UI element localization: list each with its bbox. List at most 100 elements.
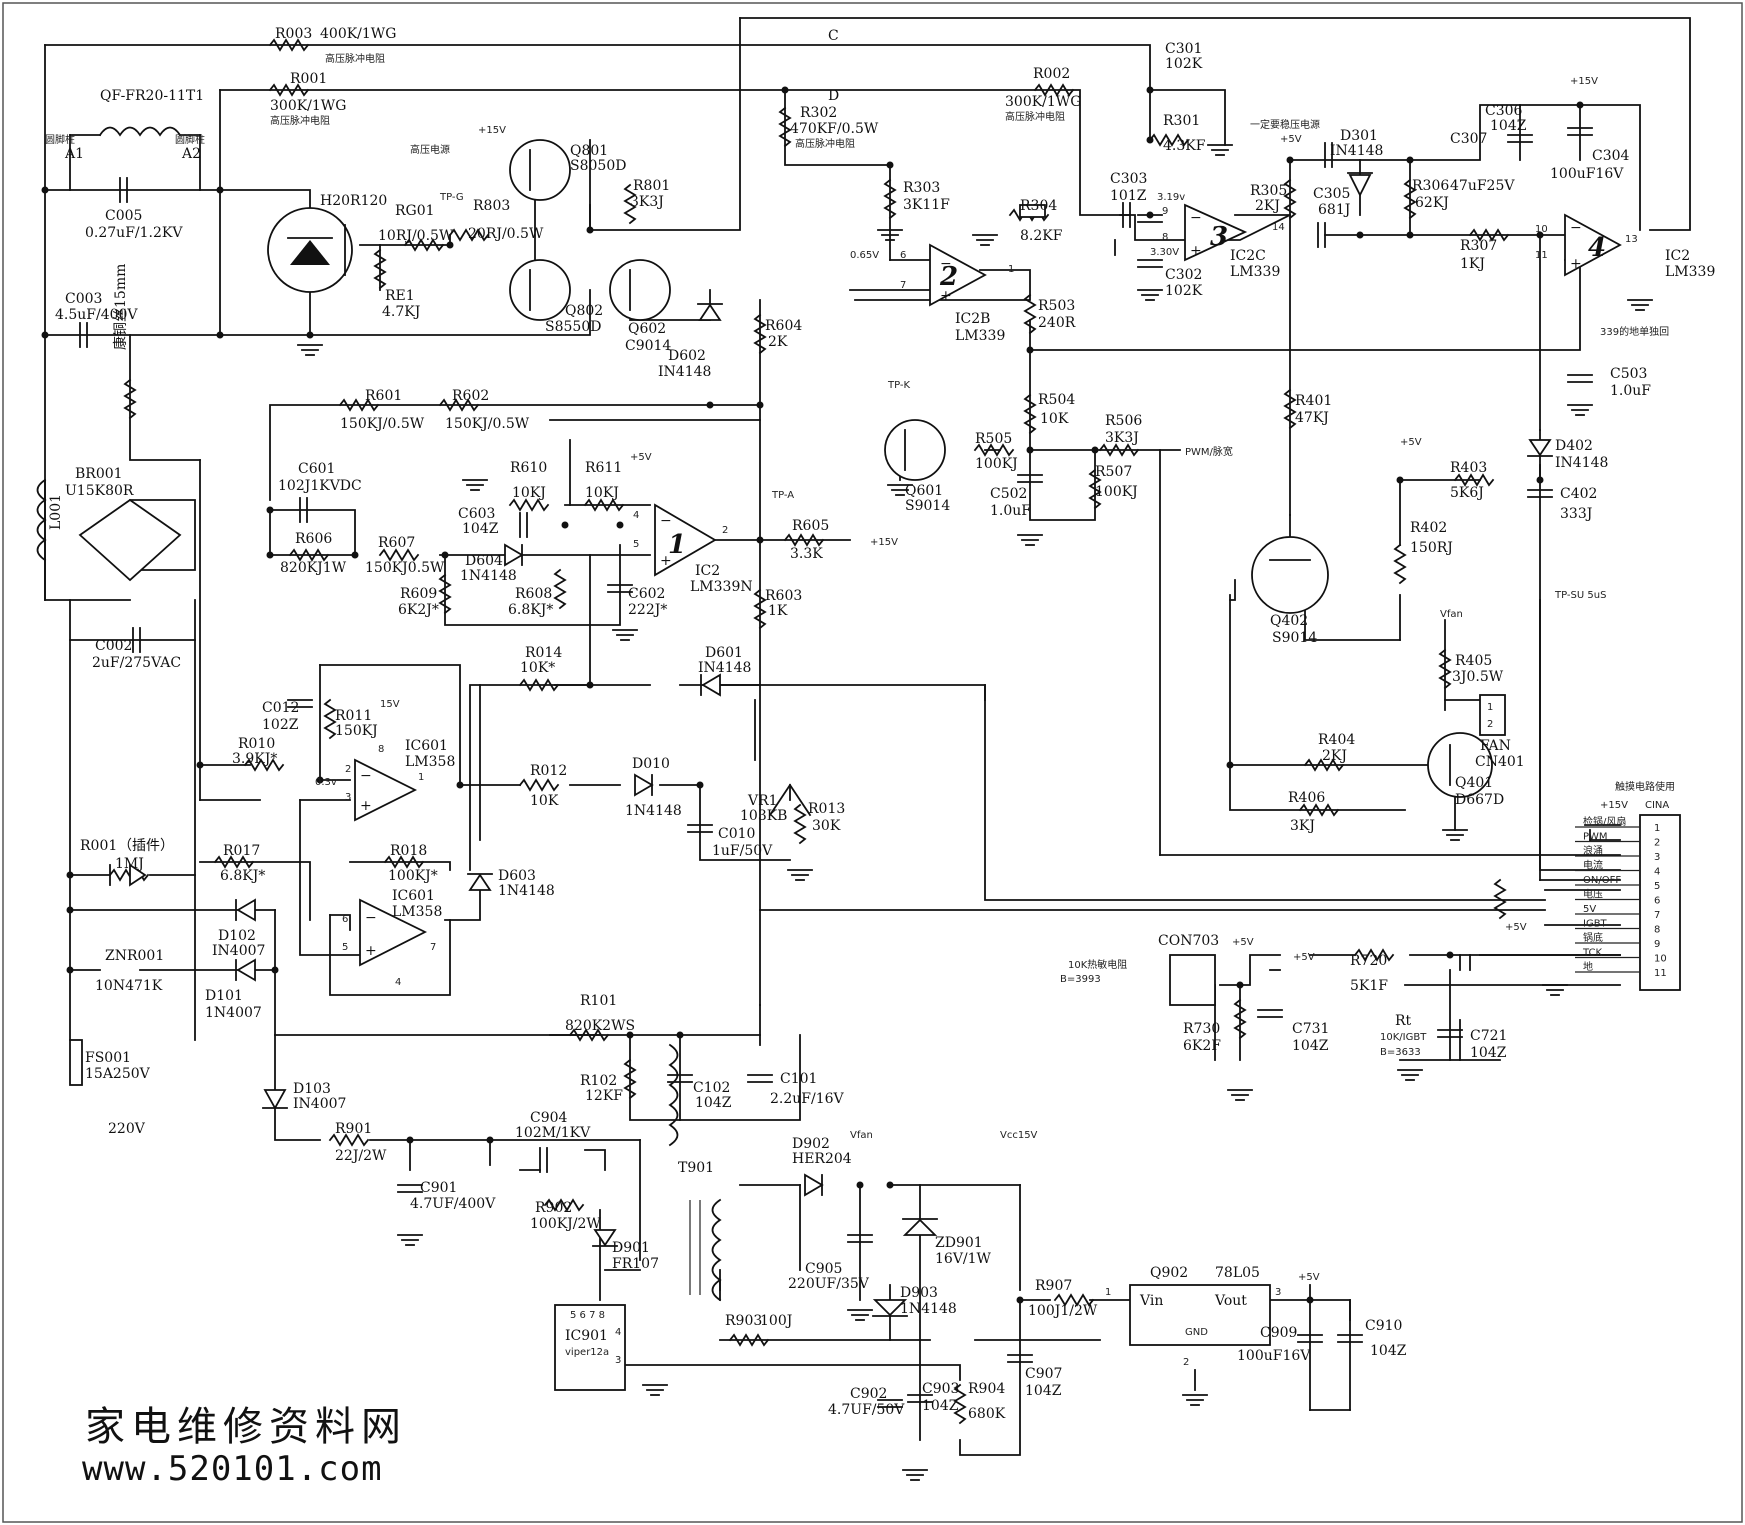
- ic2b-label: IC2B: [955, 311, 990, 327]
- r611-label: R611: [585, 460, 622, 476]
- r403-label: R403: [1450, 460, 1487, 476]
- r003-label: R003: [275, 26, 312, 42]
- pin2-902: 2: [1183, 1357, 1189, 1368]
- br001-label: BR001: [75, 466, 123, 482]
- rg01-label: RG01: [395, 203, 435, 219]
- vin-label: Vin: [1139, 1293, 1163, 1309]
- c503-value: 1.0uF: [1610, 383, 1651, 399]
- q801-note: 高压电源: [410, 143, 450, 156]
- c-mark: C: [828, 28, 839, 44]
- znr001-label: ZNR001: [105, 948, 164, 964]
- pin2-label: 2: [722, 525, 728, 536]
- cina-pin-number: 11: [1654, 968, 1667, 979]
- q601-label: Q601: [905, 483, 943, 499]
- d102-value: IN4007: [212, 943, 265, 959]
- cina-pin-name: PWM: [1583, 832, 1608, 843]
- c002-value: 2uF/275VAC: [92, 655, 181, 671]
- c304-value: 100uF16V: [1550, 166, 1624, 182]
- pin9-label: 9: [1162, 206, 1168, 217]
- watermark: 家电维修资料网 www.520101.com: [82, 1404, 401, 1489]
- r301-value: 4.3KF: [1163, 138, 1206, 154]
- cina-pin-number: 7: [1654, 910, 1660, 921]
- c102-value: 104Z: [695, 1095, 732, 1111]
- v065-label: 0.65V: [850, 250, 879, 261]
- c010-value: 1uF/50V: [712, 843, 773, 859]
- r405-label: R405: [1455, 653, 1492, 669]
- component-labels: R003 400K/1WG 高压脉冲电阻 R001 300K/1WG 高压脉冲电…: [45, 26, 1715, 1422]
- svg-text:−: −: [365, 910, 377, 926]
- ic901-value: viper12a: [565, 1347, 609, 1358]
- pin2-601: 2: [345, 764, 351, 775]
- r607-label: R607: [378, 535, 415, 551]
- c721-label: C721: [1470, 1028, 1507, 1044]
- r610-value: 10KJ: [512, 485, 546, 501]
- pin7-601: 7: [430, 942, 436, 953]
- r903-label: R903: [725, 1313, 762, 1329]
- c402-value: 333J: [1560, 506, 1592, 522]
- svg-text:+: +: [1190, 243, 1202, 259]
- c005-value: 0.27uF/1.2KV: [85, 225, 183, 241]
- c101-label: C101: [780, 1071, 817, 1087]
- svg-text:−: −: [940, 256, 952, 272]
- c902-value: 4.7UF/50V: [828, 1402, 905, 1418]
- d-mark: D: [828, 88, 839, 104]
- r101-value: 820K2WS: [565, 1018, 635, 1034]
- r001a-note: 高压脉冲电阻: [270, 114, 330, 127]
- pin11-label: 11: [1535, 250, 1548, 261]
- pin8-601: 8: [378, 744, 384, 755]
- c307-value: 47uF25V: [1450, 178, 1515, 194]
- c502-label: C502: [990, 486, 1027, 502]
- top-wiring: [44, 17, 1691, 601]
- ic2c-label: IC2C: [1230, 248, 1266, 264]
- d602-value: IN4148: [658, 364, 711, 380]
- c905-label: C905: [805, 1261, 842, 1277]
- pin5-label: 5: [633, 539, 639, 550]
- r305-value: 2KJ: [1255, 198, 1280, 214]
- tpsu-label: TP-SU 5uS: [1554, 590, 1606, 601]
- r101-label: R101: [580, 993, 617, 1009]
- pin3-902: 3: [1275, 1287, 1281, 1298]
- cina-pin-name: 锅底: [1583, 931, 1603, 944]
- rt-value: 10K/IGBT: [1380, 1032, 1427, 1043]
- r003-note: 高压脉冲电阻: [325, 52, 385, 65]
- c731-label: C731: [1292, 1021, 1329, 1037]
- r003-value: 400K/1WG: [320, 26, 396, 42]
- plus15-top: +15V: [1570, 76, 1598, 87]
- fs001-value: 15A250V: [85, 1066, 151, 1082]
- ntc-b: B=3993: [1060, 974, 1101, 985]
- r602-value: 150KJ/0.5W: [445, 416, 530, 432]
- tpk-label: TP-K: [887, 380, 911, 391]
- cina-pin-name: 5V: [1583, 904, 1596, 915]
- r801-value: 3K3J: [630, 194, 664, 210]
- r013-value: 30K: [812, 818, 841, 834]
- d601-value: IN4148: [698, 660, 751, 676]
- r907-value: 100J1/2W: [1028, 1303, 1098, 1319]
- ntc-note: 10K热敏电阻: [1068, 958, 1127, 971]
- d604-value: 1N4148: [460, 568, 517, 584]
- c010-label: C010: [718, 826, 755, 842]
- d901-label: D901: [612, 1240, 650, 1256]
- c302-value: 102K: [1165, 283, 1203, 299]
- r803-label: R803: [473, 198, 510, 214]
- c731-value: 104Z: [1292, 1038, 1329, 1054]
- c503-label: C503: [1610, 366, 1647, 382]
- transistors: [267, 139, 1493, 798]
- c305-label: C305: [1313, 186, 1350, 202]
- ic901-label: IC901: [565, 1328, 608, 1344]
- c302-label: C302: [1165, 267, 1202, 283]
- cina-label: CINA: [1645, 800, 1669, 811]
- fan-pin1: 1: [1487, 702, 1493, 713]
- pin10-label: 10: [1535, 224, 1548, 235]
- vcc15-label: Vcc15V: [1000, 1130, 1038, 1141]
- r608-label: R608: [515, 586, 552, 602]
- ic2b-value: LM339: [955, 328, 1005, 344]
- r303-value: 3K11F: [903, 197, 950, 213]
- r301-label: R301: [1163, 113, 1200, 129]
- pin8-label: 8: [1162, 232, 1168, 243]
- cina-pin-number: 9: [1654, 939, 1660, 950]
- q402-value: S9014: [1272, 630, 1317, 646]
- q902-value: 78L05: [1215, 1265, 1260, 1281]
- pin5-601: 5: [342, 942, 348, 953]
